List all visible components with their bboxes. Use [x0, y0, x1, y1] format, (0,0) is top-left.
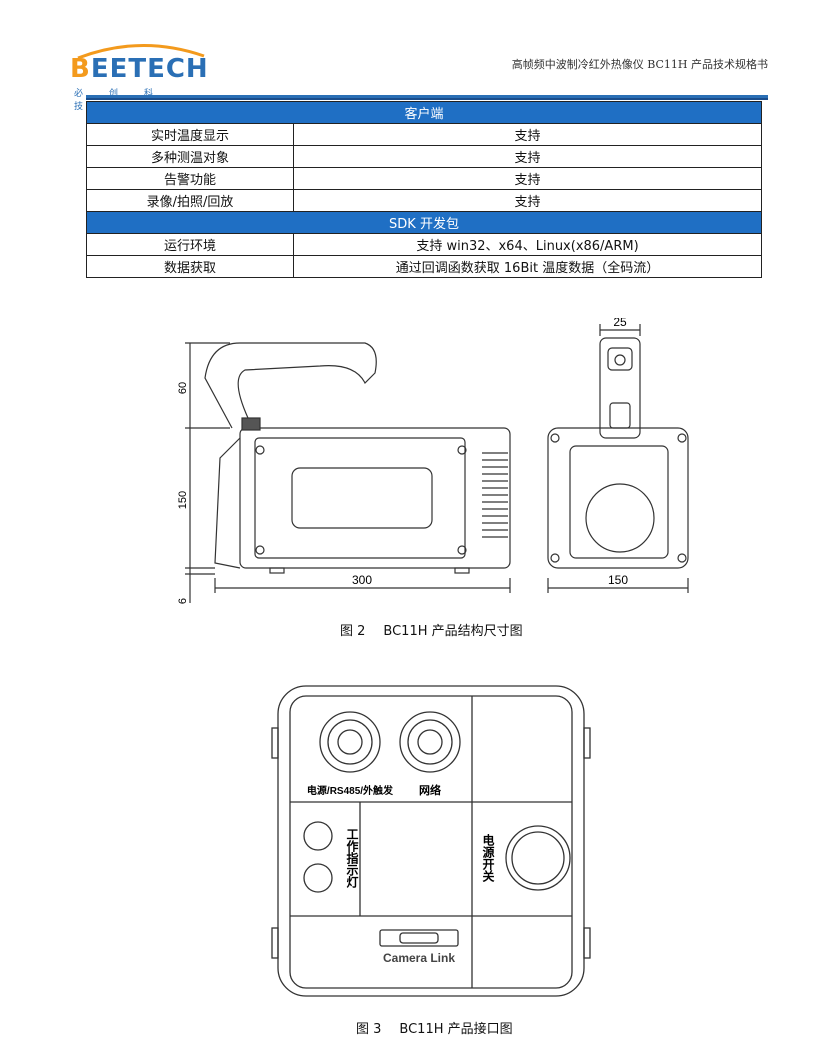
side-window	[291, 467, 433, 529]
dim-length: 300	[352, 573, 372, 587]
row-value: 通过回调函数获取 16Bit 温度数据（全码流）	[293, 255, 762, 278]
power-port-label: 电源/RS485/外触发	[307, 784, 394, 797]
dim-body-height: 150	[177, 491, 189, 509]
company-logo: BEETECH 必创科技	[68, 40, 209, 112]
cooling-fins	[482, 452, 508, 538]
row-value: 支持	[293, 123, 762, 146]
section-title: SDK 开发包	[86, 211, 762, 234]
power-connector	[319, 711, 381, 773]
figure3-caption: 图 3 BC11H 产品接口图	[356, 1018, 513, 1037]
side-body-outline	[239, 427, 511, 569]
logo-wordmark: BEETECH	[70, 54, 209, 84]
table-row: 运行环境支持 win32、x64、Linux(x86/ARM)	[86, 233, 762, 256]
dimension-drawing: 60 150 6 300 150 25	[177, 318, 689, 604]
logo-arc-icon	[77, 44, 205, 60]
row-key: 告警功能	[86, 167, 294, 190]
panel-outline	[277, 685, 585, 997]
spec-table: 客户端 实时温度显示支持 多种测温对象支持 告警功能支持 录像/拍照/回放支持 …	[86, 101, 762, 278]
header-divider-dark	[86, 98, 768, 100]
section-title: 客户端	[86, 101, 762, 124]
network-label: 网络	[419, 783, 441, 797]
figure2-title: BC11H 产品结构尺寸图	[383, 624, 523, 639]
header-divider	[86, 95, 768, 98]
section-header-row: 客户端	[86, 101, 762, 124]
section-header-row: SDK 开发包	[86, 211, 762, 234]
handle-outline	[204, 342, 377, 431]
dim-top-width: 25	[613, 318, 627, 329]
table-row: 告警功能支持	[86, 167, 762, 190]
row-key: 运行环境	[86, 233, 294, 256]
indicator-light-2	[303, 863, 333, 893]
indicator-label: 工作指示灯	[345, 828, 359, 889]
dim-foot-height: 6	[177, 598, 189, 604]
figure2-number: 图 2	[340, 624, 366, 639]
row-key: 实时温度显示	[86, 123, 294, 146]
table-row: 录像/拍照/回放支持	[86, 189, 762, 212]
figure3-number: 图 3	[356, 1022, 382, 1037]
logo-subtitle: 必创科技	[74, 89, 180, 112]
indicator-light-1	[303, 821, 333, 851]
table-row: 实时温度显示支持	[86, 123, 762, 146]
row-key: 录像/拍照/回放	[86, 189, 294, 212]
figure3-title: BC11H 产品接口图	[399, 1022, 513, 1037]
figure2-caption: 图 2 BC11H 产品结构尺寸图	[340, 620, 523, 639]
network-connector	[399, 711, 461, 773]
dim-width: 150	[608, 573, 628, 587]
camera-link-port	[379, 929, 459, 947]
row-value: 支持 win32、x64、Linux(x86/ARM)	[293, 233, 762, 256]
row-value: 支持	[293, 145, 762, 168]
row-key: 多种测温对象	[86, 145, 294, 168]
dim-handle-height: 60	[177, 382, 189, 394]
table-row: 数据获取通过回调函数获取 16Bit 温度数据（全码流）	[86, 255, 762, 278]
table-row: 多种测温对象支持	[86, 145, 762, 168]
power-switch-label: 电源开关	[481, 833, 495, 883]
row-value: 支持	[293, 167, 762, 190]
row-key: 数据获取	[86, 255, 294, 278]
document-title: 高帧频中波制冷红外热像仪 BC11H 产品技术规格书	[511, 58, 768, 71]
interface-panel-drawing: 电源/RS485/外触发 网络 工作指示灯 电源开关 Camera Link	[271, 685, 591, 997]
lens-circle	[585, 483, 655, 553]
power-switch[interactable]	[505, 825, 571, 891]
camera-link-label: Camera Link	[383, 951, 455, 965]
row-value: 支持	[293, 189, 762, 212]
